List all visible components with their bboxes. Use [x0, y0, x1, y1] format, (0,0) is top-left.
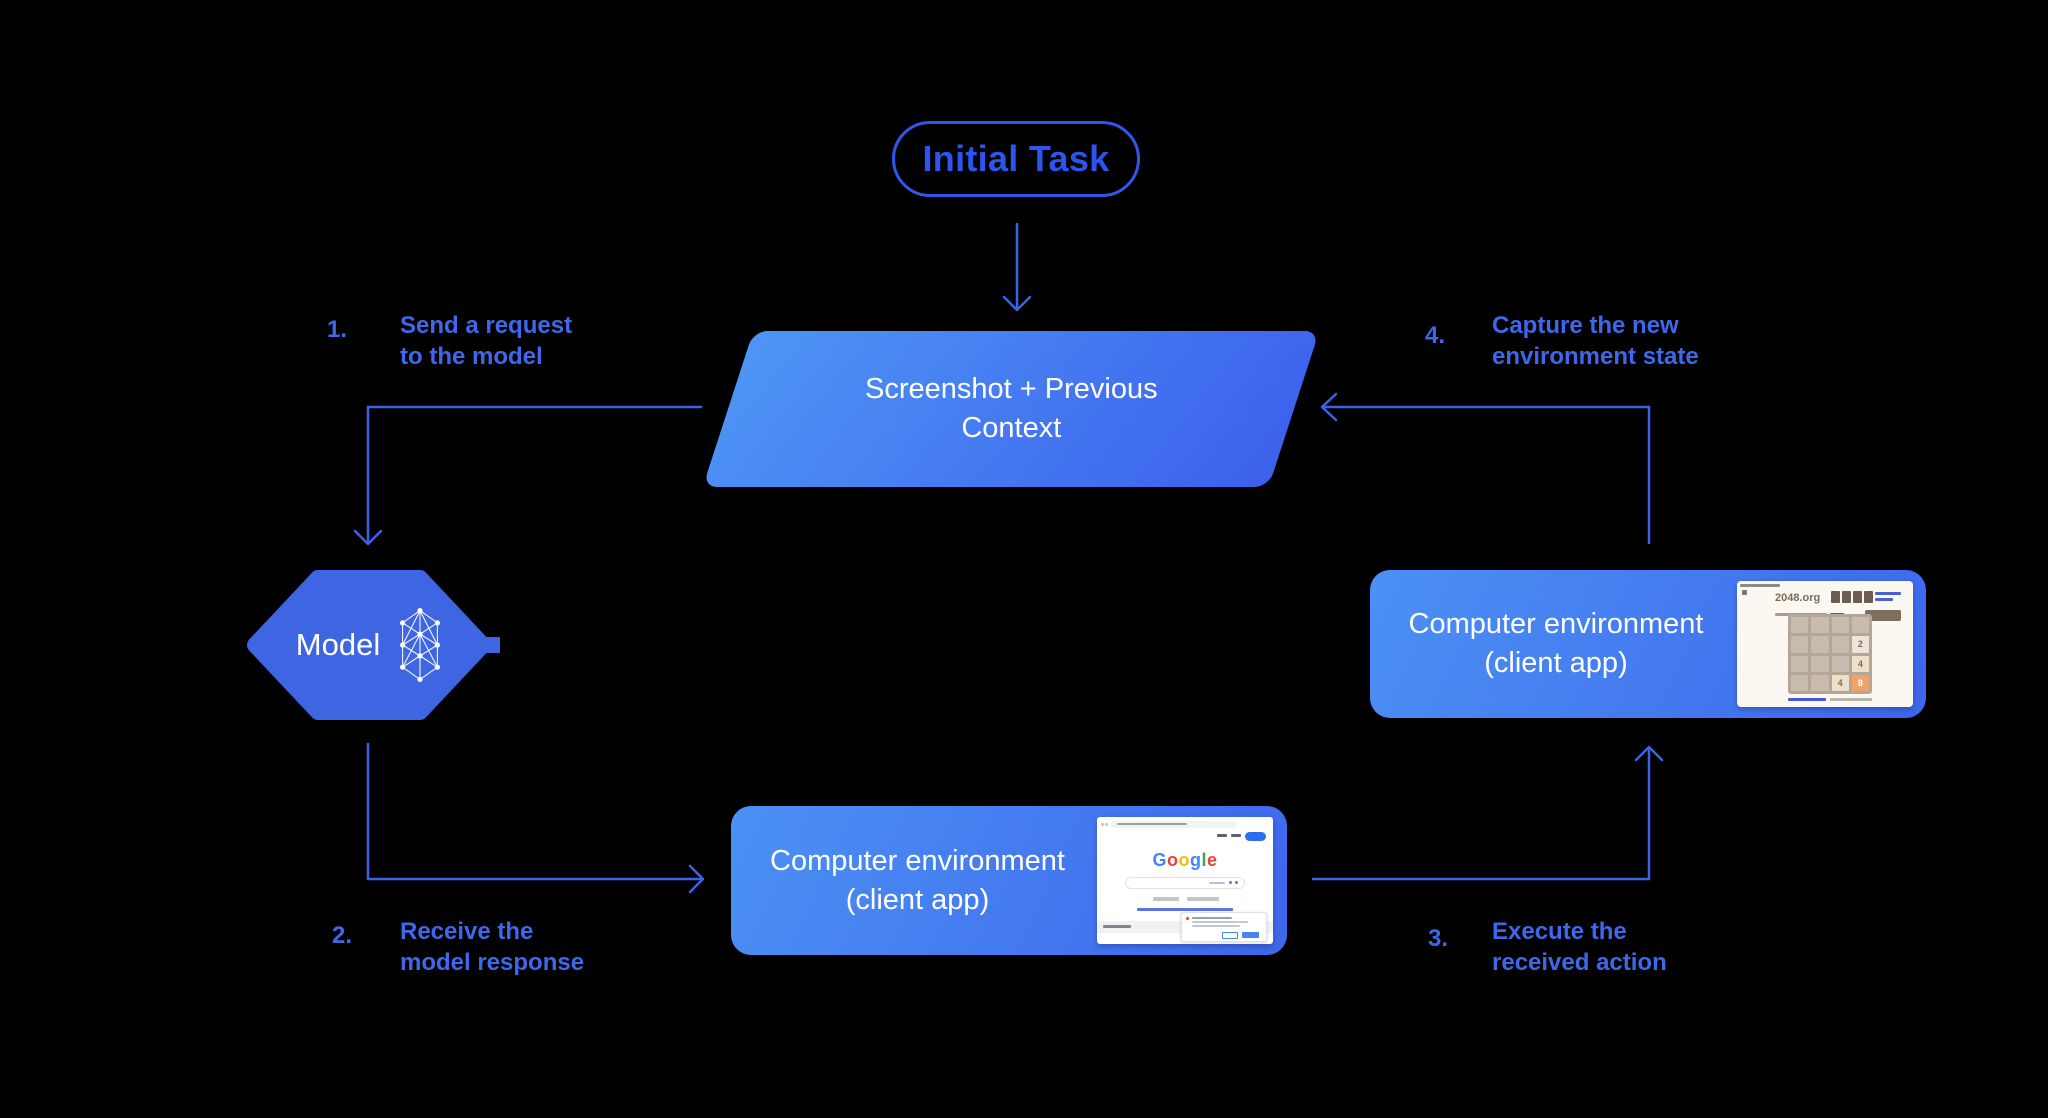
footer-text — [1830, 698, 1872, 701]
search-button — [1153, 897, 1179, 901]
link-text — [1875, 592, 1901, 595]
tile-8: 8 — [1851, 674, 1869, 691]
step-4-label: Capture the new environment state — [1492, 312, 1699, 370]
step-3-number: 3. — [1428, 925, 1449, 952]
arrowhead-task-to-context — [1002, 295, 1032, 312]
score-boxes — [1831, 591, 1873, 603]
env-right-label-line1: Computer environment — [1408, 608, 1704, 640]
browser-chrome-text — [1740, 584, 1780, 587]
model-node: Model — [238, 568, 662, 722]
model-label: Model — [295, 627, 381, 662]
arrowhead-env-to-env — [1634, 745, 1664, 762]
browser-chrome-icon — [1742, 590, 1747, 595]
cookie-dialog — [1181, 912, 1267, 942]
arrow-context-to-model — [366, 405, 702, 542]
site-title-2048: 2048.org — [1775, 592, 1821, 604]
new-game-button — [1865, 610, 1901, 621]
step-1-label: Send a request to the model — [400, 312, 573, 370]
arrow-env-to-context — [1324, 405, 1651, 544]
arrowhead-model-to-env — [688, 864, 705, 894]
gmail-link — [1217, 834, 1227, 837]
context-label-line1: Screenshot + Previous — [864, 373, 1158, 405]
tile-4: 4 — [1831, 674, 1849, 691]
screenshot-2048-thumbnail: 2048.org 2 4 4 8 — [1737, 581, 1913, 707]
env-bottom-label-line2: (client app) — [845, 883, 990, 916]
dialog-primary-button — [1242, 932, 1259, 938]
google-logo: Google — [1152, 850, 1218, 870]
arrowhead-context-to-model — [353, 529, 383, 546]
tile-2: 2 — [1851, 636, 1869, 653]
screenshot-google-thumbnail: Google — [1097, 817, 1273, 944]
game-grid-2048: 2 4 4 8 — [1788, 614, 1872, 694]
sign-in-button — [1245, 832, 1266, 841]
address-text — [1117, 823, 1187, 825]
arrow-model-to-env — [366, 743, 701, 881]
initial-task-node: Initial Task — [892, 121, 1140, 197]
link-text — [1875, 598, 1893, 601]
env-bottom-label-line1: Computer environment — [770, 844, 1065, 877]
screenshot-context-node: Screenshot + Previous Context — [702, 331, 1320, 487]
mic-icon — [1229, 881, 1232, 884]
step-3-label: Execute the received action — [1492, 918, 1667, 976]
lucky-button — [1187, 897, 1219, 901]
arrow-env-to-env — [1312, 749, 1651, 881]
dialog-logo — [1186, 917, 1189, 920]
tile-4: 4 — [1851, 655, 1869, 672]
offered-in-link — [1137, 908, 1233, 911]
footer-link — [1788, 698, 1826, 701]
env-right-label-line2: (client app) — [1484, 647, 1628, 679]
images-link — [1231, 834, 1241, 837]
footer-left-links — [1103, 925, 1131, 928]
window-control — [1105, 823, 1108, 826]
search-hint-text — [1209, 882, 1225, 884]
step-1-number: 1. — [327, 316, 348, 343]
search-input — [1125, 877, 1245, 889]
step-2-number: 2. — [332, 922, 353, 949]
step-4-number: 4. — [1425, 322, 1446, 349]
window-control — [1101, 823, 1104, 826]
initial-task-label: Initial Task — [922, 138, 1110, 179]
step-2-label: Receive the model response — [400, 918, 585, 976]
dialog-secondary-button — [1222, 932, 1238, 939]
context-label-line2: Context — [961, 412, 1061, 444]
lens-icon — [1235, 881, 1238, 884]
arrowhead-env-to-context — [1320, 392, 1338, 422]
neural-network-icon — [400, 608, 441, 682]
